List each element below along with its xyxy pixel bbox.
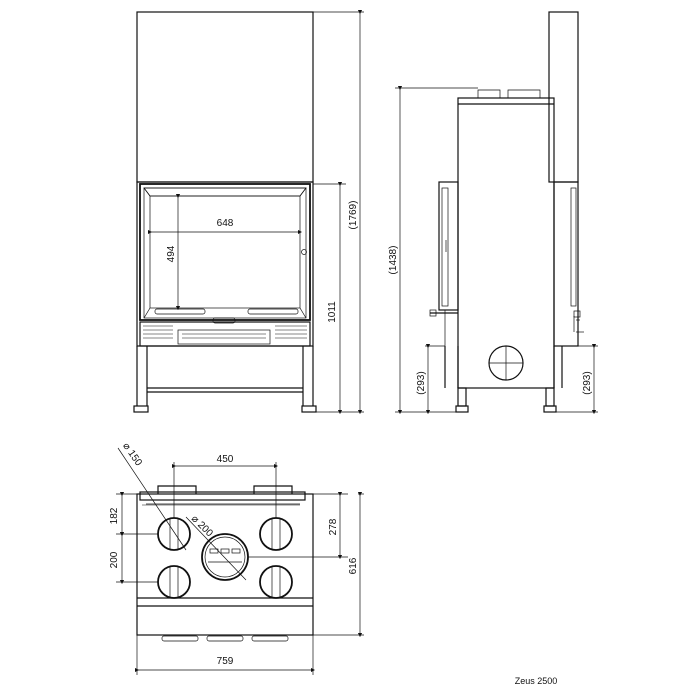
flue-opening-front-right: [259, 517, 293, 551]
dim-row-spacing: 200: [109, 551, 120, 568]
dim-front-offset: 182: [109, 507, 120, 524]
firebox-body: [136, 181, 314, 347]
front-view: 648 494 1011 (1769): [133, 9, 364, 415]
flue-opening-rear-right: [259, 565, 293, 599]
dim-opening-height: 494: [166, 245, 177, 262]
dim-central-offset: 278: [328, 518, 339, 535]
dim-body-height: (1438): [388, 246, 399, 275]
dim-total-depth: 616: [348, 557, 359, 574]
glass-opening: [149, 195, 301, 309]
top-outline: [136, 493, 314, 636]
top-view: ⌀ 150 ⌀ 200 450 182 200 278 616 759: [109, 441, 364, 675]
dim-flue-spacing: 450: [217, 454, 234, 465]
dim-opening-width: 648: [217, 218, 234, 229]
model-label: Zeus 2500: [515, 676, 558, 686]
side-body: [457, 97, 555, 389]
hood-outline: [136, 11, 314, 183]
side-door: [438, 181, 459, 311]
dim-total-height: (1769): [348, 201, 359, 230]
dim-leg-front: (293): [416, 371, 427, 394]
dim-total-width: 759: [217, 656, 234, 667]
dim-central-flue: ⌀ 200: [189, 513, 215, 539]
flue-opening-front-left: [157, 517, 191, 551]
side-view: (1438) (293) (293): [388, 11, 598, 415]
door-frame: [139, 183, 311, 321]
dim-leg-rear: (293): [582, 371, 593, 394]
flue-opening-rear-left: [157, 565, 191, 599]
side-chimney: [548, 11, 579, 183]
ash-panel: [139, 321, 311, 347]
dim-floor-to-firebox: 1011: [327, 301, 338, 323]
door-handle: [301, 249, 307, 255]
dim-flue-diameter: ⌀ 150: [120, 441, 144, 469]
